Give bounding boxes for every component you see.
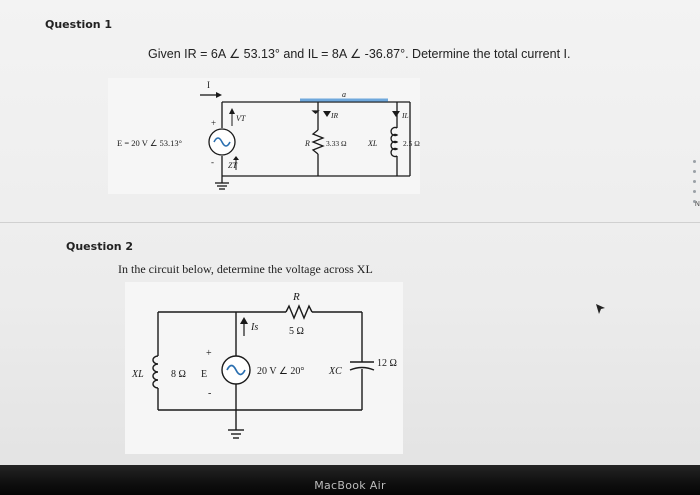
q2-xl-value: 8 Ω <box>171 369 186 380</box>
question-2-label: Question 2 <box>66 240 134 253</box>
q1-node-a-label: a <box>342 90 346 99</box>
mouse-cursor-icon <box>596 304 605 314</box>
q1-plus-label: + <box>211 118 216 128</box>
q2-xc-value: 12 Ω <box>377 358 397 369</box>
q1-vt-label: VT <box>236 114 246 123</box>
q1-r-value: 3.33 Ω <box>326 139 347 148</box>
q2-e-label: E <box>201 369 207 380</box>
q1-current-I-label: I <box>207 80 210 90</box>
question-1-prompt: Given IR = 6A ∠ 53.13° and IL = 8A ∠ -36… <box>148 47 571 61</box>
q2-r-label: R <box>292 291 300 303</box>
q2-source-label: 20 V ∠ 20° <box>257 366 304 377</box>
edge-dots <box>682 150 700 220</box>
edge-cut-text: N <box>694 200 700 208</box>
q1-r-label: R <box>304 139 310 148</box>
q1-ir-label: IR <box>330 111 338 120</box>
q1-xl-value: 2.5 Ω <box>403 139 420 148</box>
q1-minus-label: - <box>211 157 214 167</box>
question-1-label: Question 1 <box>45 18 113 31</box>
q1-zt-label: ZT <box>228 161 237 170</box>
q2-xc-label: XC <box>328 366 342 377</box>
question-2-prompt: In the circuit below, determine the volt… <box>118 262 373 276</box>
laptop-bezel: MacBook Air <box>0 465 700 495</box>
bezel-brand-label: MacBook Air <box>314 479 386 492</box>
q2-xl-label: XL <box>131 369 144 380</box>
q2-is-label: Is <box>250 322 258 333</box>
q2-r-value: 5 Ω <box>289 326 304 337</box>
question-1-circuit-panel <box>108 78 420 194</box>
q2-plus-label: + <box>206 348 212 359</box>
q2-minus-label: - <box>208 388 211 399</box>
section-divider <box>0 222 700 223</box>
q1-source-label: E = 20 V ∠ 53.13° <box>117 138 182 148</box>
q1-il-label: IL <box>401 111 409 120</box>
q1-xl-label: XL <box>367 139 378 148</box>
